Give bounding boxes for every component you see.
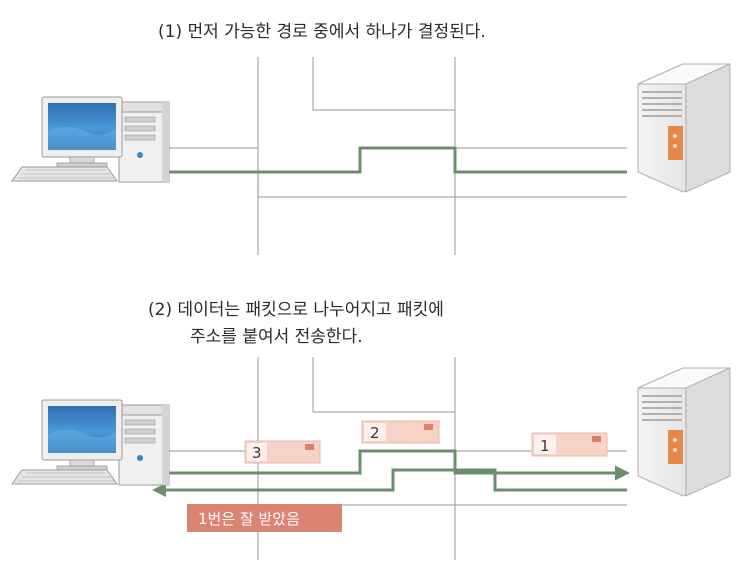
server-tower-icon (637, 63, 731, 193)
packet-1-label: 1 (540, 437, 550, 455)
packet-3: 3 (244, 440, 321, 464)
ack-label: 1번은 잘 받았음 (198, 510, 300, 528)
packet-1: 1 (531, 432, 608, 457)
step1-network (11, 57, 731, 255)
step2-caption-line1: (2) 데이터는 패킷으로 나누어지고 패킷에 (148, 300, 444, 320)
return-arrowhead (152, 483, 166, 497)
ack-badge: 1번은 잘 받았음 (187, 504, 342, 532)
desktop-computer-icon (11, 399, 170, 486)
step2-caption-line2: 주소를 붙여서 전송한다. (190, 327, 363, 347)
server-tower-icon (637, 367, 731, 497)
step1-caption: (1) 먼저 가능한 경로 중에서 하나가 결정된다. (158, 22, 486, 42)
step2-network: 3 2 1 1번은 잘 받았음 (11, 357, 731, 560)
packet-3-label: 3 (252, 444, 262, 462)
desktop-computer-icon (11, 96, 170, 183)
step1-route-line (163, 146, 627, 174)
step2-return-route (163, 468, 627, 492)
packet-2-label: 2 (370, 424, 380, 442)
packet-2: 2 (361, 420, 440, 444)
step2-outgoing-route (163, 449, 630, 481)
step1-grid-lines (163, 57, 627, 255)
